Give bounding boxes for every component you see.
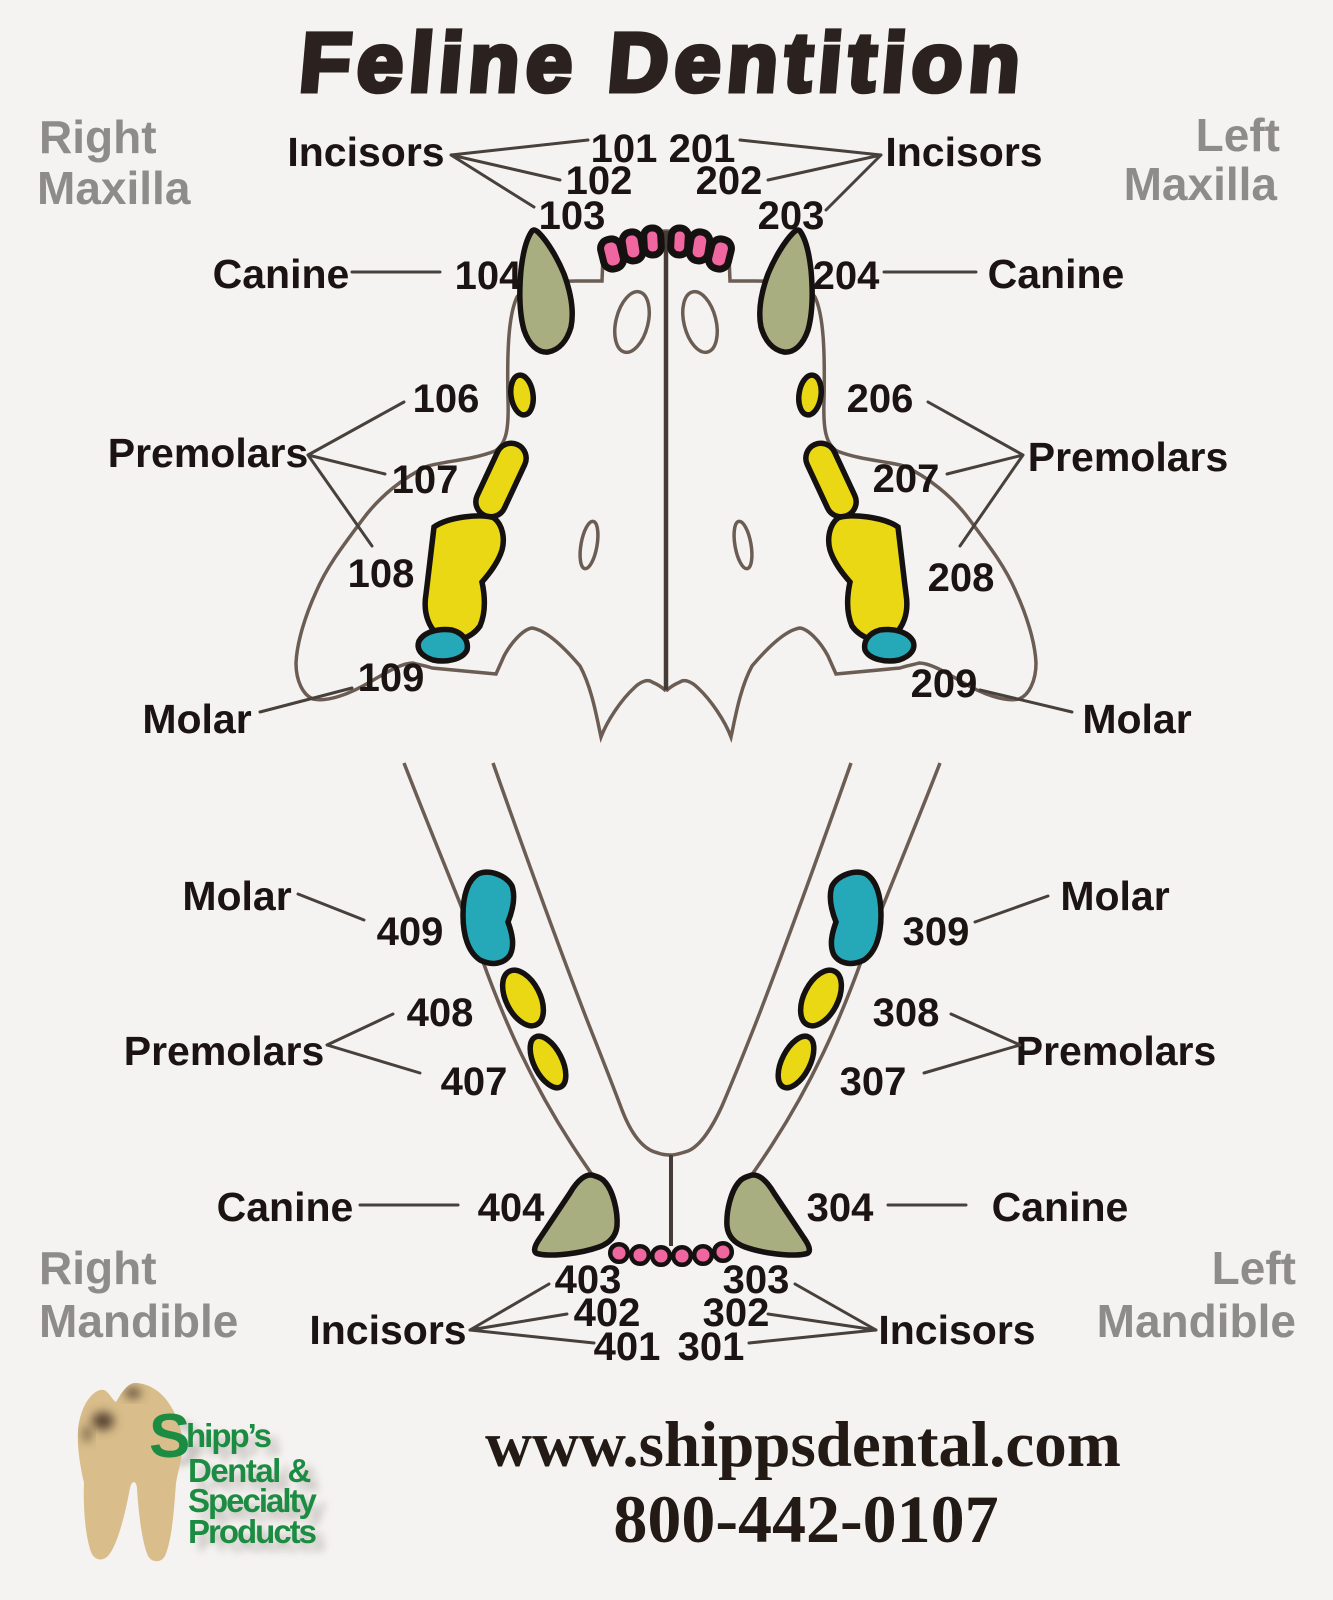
svg-text:109: 109	[358, 656, 425, 700]
svg-text:hipp’s: hipp’s	[186, 1417, 271, 1454]
svg-text:207: 207	[873, 457, 940, 501]
svg-text:Maxilla: Maxilla	[1124, 158, 1278, 210]
svg-text:Right: Right	[39, 111, 157, 163]
svg-text:Canine: Canine	[992, 1184, 1129, 1230]
svg-text:Specialty: Specialty	[188, 1482, 318, 1519]
svg-text:Molar: Molar	[182, 873, 291, 919]
svg-text:203: 203	[758, 194, 825, 238]
svg-text:Left: Left	[1196, 109, 1280, 161]
svg-text:Products: Products	[188, 1513, 316, 1550]
svg-text:Incisors: Incisors	[309, 1307, 466, 1353]
svg-text:Left: Left	[1212, 1242, 1296, 1294]
svg-text:Right: Right	[39, 1242, 157, 1294]
svg-text:107: 107	[392, 458, 459, 502]
svg-text:206: 206	[847, 377, 914, 421]
svg-text:402: 402	[574, 1291, 641, 1335]
svg-text:Maxilla: Maxilla	[37, 162, 191, 214]
svg-text:Molar: Molar	[142, 696, 251, 742]
svg-text:Premolars: Premolars	[1016, 1028, 1217, 1074]
svg-text:Incisors: Incisors	[287, 129, 444, 175]
svg-text:101: 101	[591, 127, 658, 171]
svg-text:Molar: Molar	[1082, 696, 1191, 742]
svg-text:Canine: Canine	[213, 251, 350, 297]
svg-text:Premolars: Premolars	[1028, 434, 1229, 480]
svg-text:407: 407	[441, 1060, 508, 1104]
svg-text:209: 209	[911, 662, 978, 706]
svg-text:401: 401	[594, 1325, 661, 1369]
svg-text:Incisors: Incisors	[885, 129, 1042, 175]
svg-text:304: 304	[807, 1186, 874, 1230]
svg-text:103: 103	[539, 194, 606, 238]
svg-text:104: 104	[455, 254, 522, 298]
svg-text:303: 303	[723, 1258, 790, 1302]
svg-text:204: 204	[813, 254, 880, 298]
svg-text:308: 308	[873, 991, 940, 1035]
svg-text:Premolars: Premolars	[108, 430, 309, 476]
svg-text:409: 409	[377, 910, 444, 954]
svg-text:102: 102	[566, 159, 633, 203]
svg-text:Mandible: Mandible	[1097, 1295, 1296, 1347]
svg-text:408: 408	[407, 991, 474, 1035]
svg-text:106: 106	[413, 377, 480, 421]
svg-text:S: S	[149, 1402, 190, 1471]
svg-text:301: 301	[678, 1325, 745, 1369]
svg-text:800-442-0107: 800-442-0107	[613, 1481, 998, 1557]
svg-text:Incisors: Incisors	[878, 1307, 1035, 1353]
svg-text:403: 403	[555, 1258, 622, 1302]
svg-text:309: 309	[903, 910, 970, 954]
svg-text:208: 208	[928, 556, 995, 600]
svg-text:307: 307	[840, 1060, 907, 1104]
svg-text:Products: Products	[197, 1521, 325, 1558]
svg-text:404: 404	[478, 1186, 545, 1230]
svg-text:Premolars: Premolars	[124, 1028, 325, 1074]
svg-text:202: 202	[696, 159, 763, 203]
svg-text:www.shippsdental.com: www.shippsdental.com	[485, 1409, 1121, 1481]
svg-text:hipp’s: hipp’s	[195, 1425, 280, 1462]
svg-text:302: 302	[703, 1291, 770, 1335]
svg-text:Dental &: Dental &	[197, 1460, 320, 1497]
svg-text:Canine: Canine	[217, 1184, 354, 1230]
svg-text:Dental &: Dental &	[188, 1452, 311, 1489]
svg-text:Feline Dentition: Feline Dentition	[296, 16, 1030, 109]
svg-text:Canine: Canine	[988, 251, 1125, 297]
svg-text:201: 201	[669, 127, 736, 171]
svg-text:Mandible: Mandible	[39, 1295, 238, 1347]
svg-text:108: 108	[348, 552, 415, 596]
svg-text:Specialty: Specialty	[197, 1490, 327, 1527]
svg-text:Molar: Molar	[1060, 873, 1169, 919]
